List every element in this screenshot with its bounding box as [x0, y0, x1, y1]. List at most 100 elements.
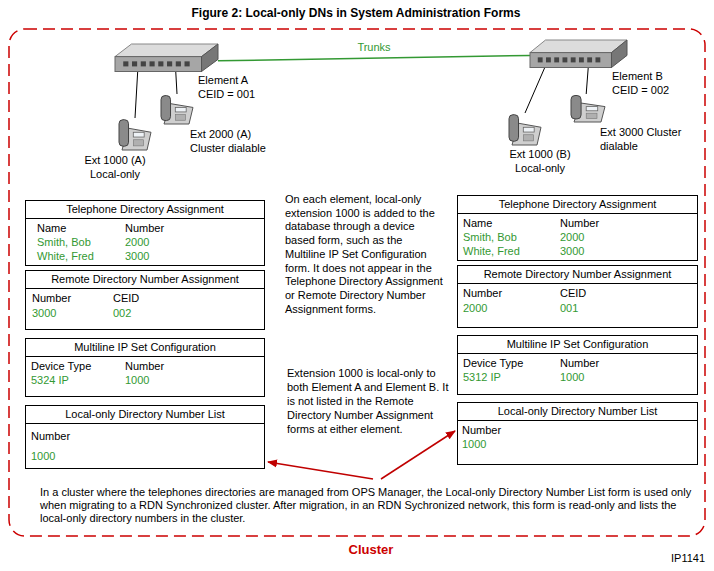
switch-port	[123, 61, 128, 66]
cluster-border	[9, 29, 705, 536]
device-label: Ext 1000 (A) Local-only	[75, 153, 155, 181]
phone-keypad	[175, 114, 185, 120]
element-switch: Element A CEID = 001	[115, 44, 218, 72]
switch-port	[150, 61, 155, 66]
switch-port	[167, 61, 172, 66]
field-value: 2000	[125, 235, 260, 249]
field-value: 1000	[560, 370, 693, 384]
admin-form: Local-only Directory Number ListNumber10…	[457, 402, 698, 465]
ip-phone: Ext 2000 (A) Cluster dialable	[160, 94, 194, 126]
device-label: Ext 3000 Cluster dialable	[600, 125, 682, 153]
device-label: Element B CEID = 002	[612, 69, 676, 97]
form-fields: NumberCEID3000002	[26, 289, 264, 323]
admin-form: Telephone Directory AssignmentNameNumber…	[25, 200, 265, 266]
phone-handset	[161, 96, 171, 121]
phone-keypad	[133, 140, 143, 146]
form-fields: Device TypeNumber5324 IP1000	[26, 357, 264, 389]
switch-port	[158, 61, 163, 66]
field-value: 002	[113, 306, 260, 321]
switch-port	[562, 57, 567, 62]
switch-top	[530, 40, 627, 53]
note-holder: IP1141	[671, 552, 705, 565]
form-title: Remote Directory Number Assignment	[26, 271, 264, 289]
field-value: Smith, Bob	[463, 230, 560, 244]
switch-front	[115, 57, 202, 72]
device-label: Ext 1000 (B) Local-only	[500, 147, 580, 175]
field-value: 2000	[560, 230, 693, 244]
trunk-line	[218, 55, 530, 60]
element-switch: Element B CEID = 002	[530, 40, 627, 68]
switch-icon	[530, 40, 627, 68]
phone-handset	[119, 120, 129, 147]
form-fields: NumberCEID2000001	[458, 284, 697, 318]
phone-icon	[508, 113, 542, 147]
device-label: Element A CEID = 001	[198, 73, 262, 101]
field-value: White, Fred	[463, 244, 560, 258]
phone-display	[175, 107, 186, 111]
admin-form: Telephone Directory AssignmentNameNumber…	[457, 195, 698, 261]
field-heading: Number	[463, 286, 560, 301]
form-title: Local-only Directory Number List	[458, 403, 697, 421]
field-heading: Number	[31, 426, 260, 446]
field-value: 2000	[463, 301, 560, 316]
pointer-arrow	[268, 462, 373, 479]
field-heading: Number	[125, 221, 260, 235]
form-title: Remote Directory Number Assignment	[458, 266, 697, 284]
form-fields: NameNumberSmith, Bob2000White, Fred3000	[458, 214, 697, 260]
admin-form: Local-only Directory Number ListNumber10…	[25, 405, 265, 469]
form-fields: NameNumberSmith, Bob2000White, Fred3000	[26, 219, 264, 265]
field-value: White, Fred	[37, 249, 125, 263]
pointer-arrow	[381, 431, 455, 479]
field-value: 1000	[31, 446, 260, 466]
phone-keypad	[523, 135, 533, 141]
note-holder: Extension 1000 is local-only to both Ele…	[287, 366, 457, 436]
footnote: In a cluster where the telephones direct…	[40, 486, 700, 525]
switch-top	[115, 44, 218, 57]
switch-icon	[115, 44, 218, 72]
station-line	[135, 72, 138, 118]
device-label: Ext 2000 (A) Cluster dialable	[190, 127, 272, 155]
station-line	[586, 68, 588, 94]
switch-port	[132, 61, 137, 66]
field-heading: Number	[125, 359, 260, 373]
form-title: Local-only Directory Number List	[26, 406, 264, 424]
switch-port	[141, 61, 146, 66]
field-value: 3000	[125, 249, 260, 263]
field-heading: Number	[462, 423, 693, 437]
field-value: 3000	[32, 306, 113, 321]
form-fields: Number1000	[458, 421, 697, 453]
ip-phone: Ext 1000 (A) Local-only	[118, 118, 152, 152]
figure-id: IP1141	[671, 552, 705, 565]
admin-form: Remote Directory Number AssignmentNumber…	[25, 270, 265, 330]
note-holder: In a cluster where the telephones direct…	[40, 486, 700, 525]
field-value: 3000	[560, 244, 693, 258]
phone-handset	[571, 96, 581, 119]
form-title: Multiline IP Set Configuration	[458, 336, 697, 354]
explanation-note: On each element, local-only extension 10…	[285, 193, 445, 316]
switch-port	[587, 57, 592, 62]
phone-keypad	[586, 113, 597, 118]
phone-display	[133, 132, 144, 137]
switch-port	[571, 57, 576, 62]
form-title: Telephone Directory Assignment	[458, 196, 697, 214]
admin-form: Multiline IP Set ConfigurationDevice Typ…	[457, 335, 698, 395]
field-value: 001	[560, 301, 693, 316]
switch-port	[185, 61, 190, 66]
field-heading: Name	[37, 221, 125, 235]
field-value: 5324 IP	[31, 373, 125, 387]
edge-label: Trunks	[355, 41, 392, 54]
form-title: Telephone Directory Assignment	[26, 201, 264, 219]
field-heading: Number	[560, 356, 693, 370]
field-heading: CEID	[560, 286, 693, 301]
phone-icon	[160, 94, 194, 126]
figure-title: Figure 2: Local-only DNs in System Admin…	[192, 6, 521, 21]
form-fields: Number1000	[26, 424, 264, 468]
switch-port	[554, 57, 559, 62]
field-heading: Number	[32, 291, 113, 306]
field-heading: Number	[560, 216, 693, 230]
phone-display	[523, 127, 534, 132]
station-line	[525, 68, 545, 113]
switch-front	[530, 53, 611, 68]
phone-icon	[570, 94, 606, 124]
